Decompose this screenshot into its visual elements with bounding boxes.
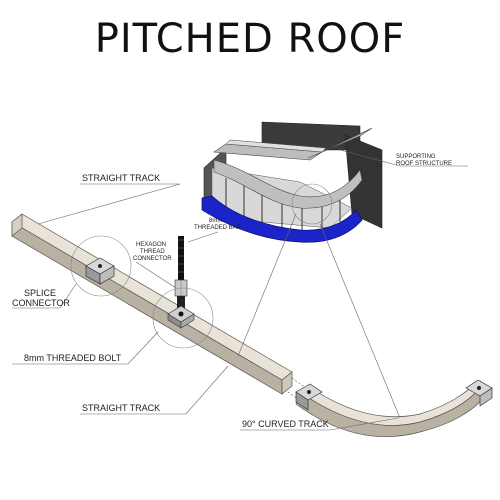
threaded-bar xyxy=(178,236,184,280)
label-threaded-bolt: 8mm THREADED BOLT xyxy=(24,353,122,363)
leader-splice xyxy=(12,283,77,309)
label-curved-track: 90° CURVED TRACK xyxy=(242,419,329,429)
leader-roof-to-curve xyxy=(319,223,401,419)
label-threaded-bar-line1: 8mm xyxy=(209,218,222,224)
leader-roof-to-track xyxy=(237,213,297,357)
splice-connector-shape xyxy=(85,257,115,285)
label-straight-track-bottom: STRAIGHT TRACK xyxy=(82,403,160,413)
leader-curved-track xyxy=(240,417,399,431)
label-hexagon-line2: THREAD xyxy=(140,249,165,255)
roof-detail-circle xyxy=(291,183,333,225)
label-hexagon-line1: HEXAGON xyxy=(136,242,166,248)
label-hexagon-line3: CONNECTOR xyxy=(133,256,172,262)
leader-straight-track-top xyxy=(37,183,181,225)
leader-threaded-bar xyxy=(187,231,219,243)
leader-straight-track-bottom xyxy=(80,365,229,415)
straight-track xyxy=(11,213,307,403)
label-splice-line1: SPLICE xyxy=(24,288,56,298)
leader-threaded-bolt xyxy=(12,331,159,365)
threaded-bolt xyxy=(167,296,195,329)
bolt-detail-circle xyxy=(152,287,214,349)
page-title: PITCHED ROOF xyxy=(94,16,406,62)
label-supporting-line2: ROOF STRUCTURE xyxy=(396,161,452,167)
label-splice-line2: CONNECTOR xyxy=(12,298,70,308)
leader-supporting-roof xyxy=(339,149,468,167)
leader-hexagon xyxy=(135,261,177,289)
label-straight-track-top: STRAIGHT TRACK xyxy=(82,173,160,183)
splice-detail-circle xyxy=(70,235,132,297)
end-connector-left xyxy=(295,383,323,411)
label-threaded-bar-line2: THREADED BAR xyxy=(194,225,242,231)
end-connector-right xyxy=(465,379,493,407)
label-supporting-line1: SUPPORTING xyxy=(396,154,436,160)
roof-structure xyxy=(201,121,383,243)
